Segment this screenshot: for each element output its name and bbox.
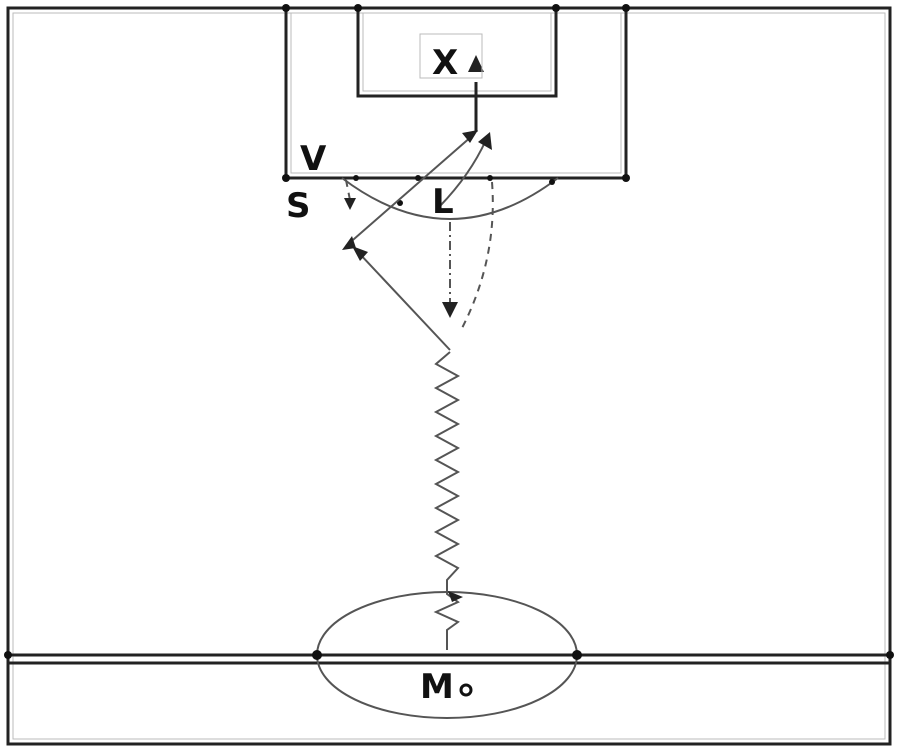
player-x-label: X — [432, 43, 458, 83]
l-run-curve — [439, 139, 487, 207]
player-v-label: V — [300, 139, 327, 179]
s-dashed-run — [345, 179, 351, 201]
pass-to-s — [357, 251, 451, 351]
v-dashed-run — [459, 181, 494, 333]
field-boundary — [6, 6, 892, 746]
player-s-label: S — [286, 186, 311, 226]
dribble-path — [433, 351, 461, 650]
pass-s-to-x — [345, 135, 473, 247]
goal-area — [356, 6, 558, 98]
ball-icon — [459, 683, 473, 697]
player-m-label: M — [420, 667, 454, 707]
penalty-arc — [341, 177, 559, 220]
field — [4, 4, 894, 746]
player-l-label: L — [432, 182, 454, 222]
